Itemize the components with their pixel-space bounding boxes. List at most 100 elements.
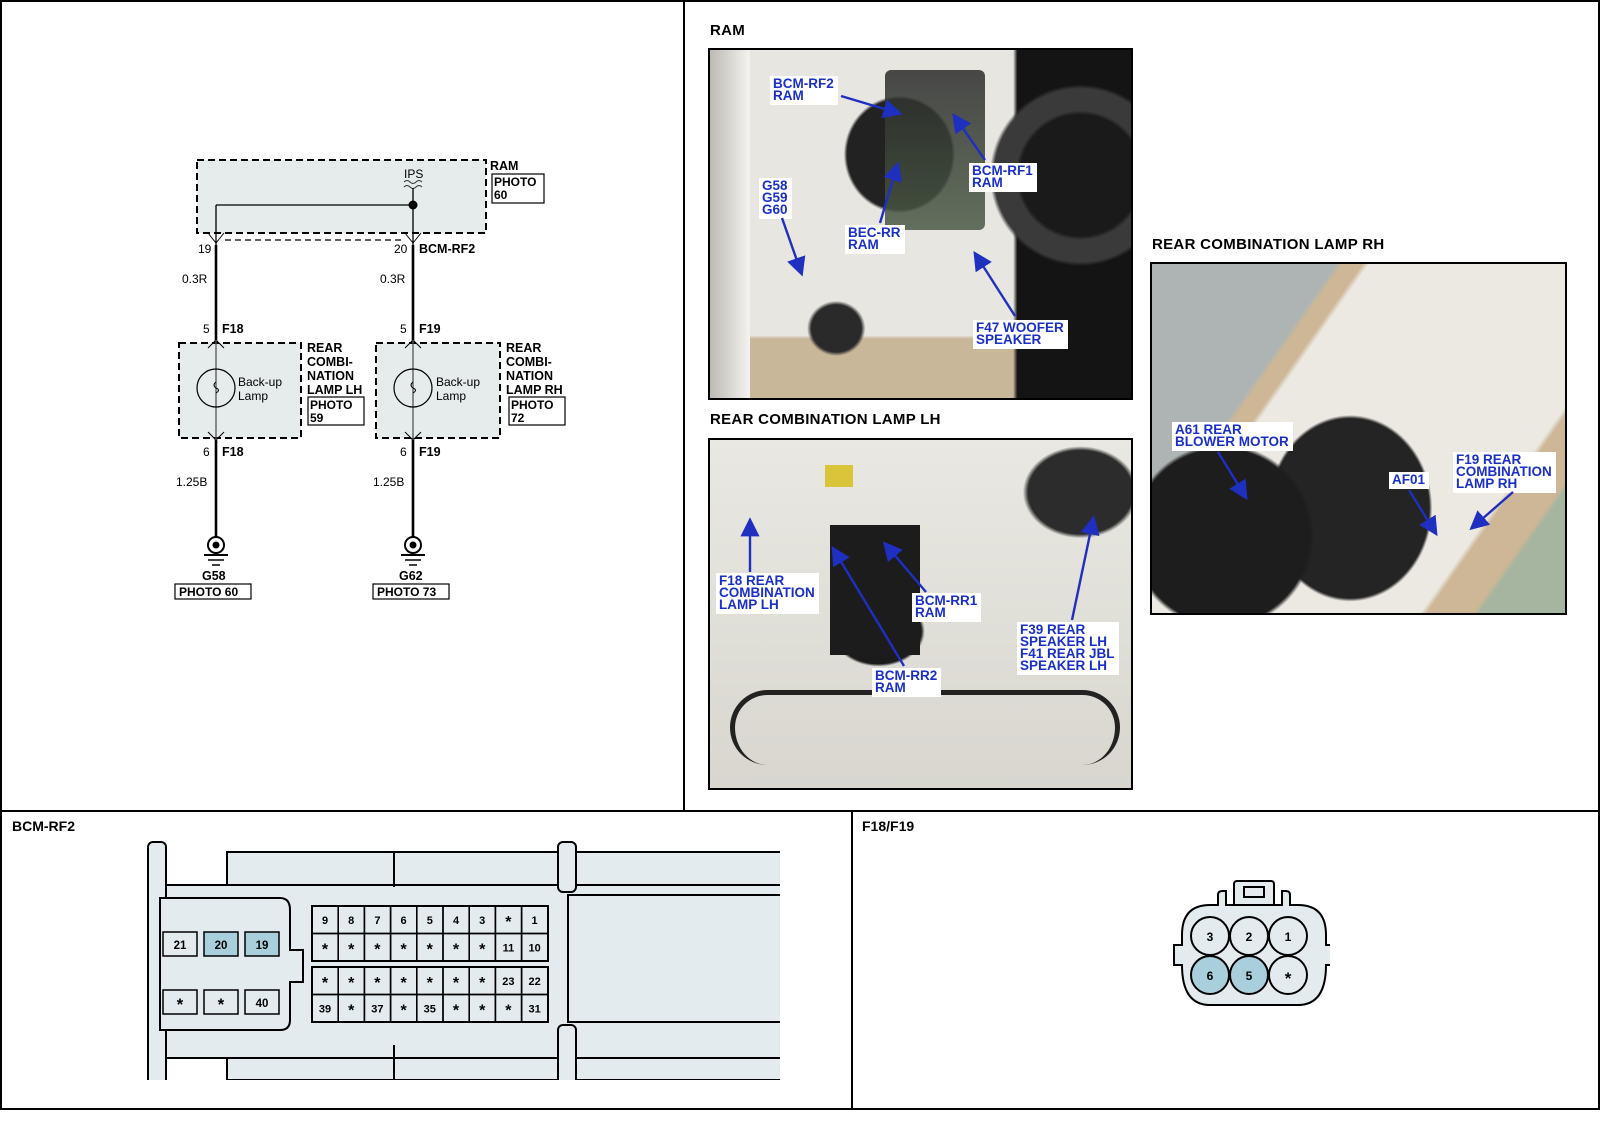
lh-conn-in: F18 <box>222 322 244 336</box>
rh-pin-in: 5 <box>400 322 407 336</box>
pin-label: 5 <box>427 915 433 927</box>
g62-label: G62 <box>399 569 423 583</box>
pin-label: 5 <box>1246 969 1253 983</box>
g62-photo-ref-box <box>372 583 450 600</box>
pin-label: 3 <box>479 915 485 927</box>
ram-photo-title: RAM <box>710 22 746 39</box>
lh-lamp-label-2: Lamp <box>238 389 268 403</box>
pin-label: * <box>374 975 381 992</box>
pin-label: 37 <box>371 1004 383 1016</box>
pin-label: 11 <box>503 943 515 955</box>
pin-label: * <box>400 1003 407 1020</box>
lh-name-3: NATION <box>307 369 354 383</box>
ram-module-label: RAM <box>490 159 518 173</box>
pin-label: * <box>427 975 434 992</box>
lh-lamp-box <box>178 342 302 439</box>
rh-pin-out: 6 <box>400 445 407 459</box>
pin-label: * <box>479 1003 486 1020</box>
ram-photo-harness <box>885 70 985 230</box>
divider-vertical-top <box>683 0 685 812</box>
ram-module-box <box>196 159 487 234</box>
outer-border <box>0 0 1600 1110</box>
callout-af01: AF01 <box>1389 472 1430 489</box>
pin-label: 22 <box>528 976 540 988</box>
g58-label: G58 <box>202 569 226 583</box>
callout-f18: F18 REAR COMBINATION LAMP LH <box>716 573 819 614</box>
pin-label: * <box>374 942 381 959</box>
pin-label: * <box>322 942 329 959</box>
lamp-lh-photo-yellow-clip <box>825 465 853 487</box>
wiring-schematic: RAM PHOTO 60 IPS 19 20 BCM-RF2 0.3R 0.3R… <box>174 159 566 600</box>
pin-label: 19 <box>256 940 269 952</box>
g62-photo-ref: PHOTO 73 <box>377 585 436 599</box>
rh-name-4: LAMP RH <box>506 383 563 397</box>
pin-cavity-* <box>162 989 198 1015</box>
pin-label: 31 <box>528 1004 540 1016</box>
rh-photo-ref-2: 72 <box>511 411 525 425</box>
lh-pin-in: 5 <box>203 322 210 336</box>
pin-label: 20 <box>215 940 228 952</box>
pin-label: 8 <box>348 915 354 927</box>
pin-label: 4 <box>453 915 460 927</box>
lh-name-1: REAR <box>307 341 342 355</box>
wire-right-top-label: 0.3R <box>380 272 406 286</box>
pin-label: * <box>479 942 486 959</box>
pin-label: * <box>348 942 355 959</box>
callout-f19: F19 REAR COMBINATION LAMP RH <box>1453 452 1556 493</box>
rh-photo-ref-box <box>508 396 566 426</box>
pin-label: 1 <box>1285 930 1292 944</box>
ram-photo-ref-line1: PHOTO <box>494 175 536 189</box>
pin-label: 21 <box>174 940 187 952</box>
pin-label: * <box>453 1003 460 1020</box>
pin-label: 35 <box>424 1004 436 1016</box>
pin-cavity-* <box>1268 955 1308 995</box>
pin-label: * <box>400 975 407 992</box>
rh-photo-ref-1: PHOTO <box>511 398 553 412</box>
pin-label: 3 <box>1207 930 1214 944</box>
pin-label: * <box>505 1003 512 1020</box>
lh-pin-out: 6 <box>203 445 210 459</box>
lh-name-2: COMBI- <box>307 355 353 369</box>
ips-label: IPS <box>404 167 423 181</box>
callout-bcm-rf2: BCM-RF2 RAM <box>770 76 838 105</box>
callout-bec-rr: BEC-RR RAM <box>845 225 905 254</box>
rh-name-2: COMBI- <box>506 355 552 369</box>
pin-label: 1 <box>532 915 538 927</box>
pin-label: 10 <box>528 943 540 955</box>
rh-conn-in: F19 <box>419 322 441 336</box>
pin-cavity-10 <box>520 932 549 962</box>
callout-bcm-rf1: BCM-RF1 RAM <box>969 163 1037 192</box>
lh-wire-bottom-label: 1.25B <box>176 475 207 489</box>
pin-label: * <box>427 942 434 959</box>
lh-conn-out: F18 <box>222 445 244 459</box>
pin-cavity-* <box>203 989 239 1015</box>
rh-conn-out: F19 <box>419 445 441 459</box>
pin-label: 7 <box>374 915 380 927</box>
lamp-lh-photo-module <box>830 525 920 655</box>
rh-name-1: REAR <box>506 341 541 355</box>
callout-f39-f41: F39 REAR SPEAKER LH F41 REAR JBL SPEAKER… <box>1017 622 1119 675</box>
ram-photo-ref-line2: 60 <box>494 188 508 202</box>
divider-vertical-bottom <box>851 810 853 1110</box>
pin-label: 39 <box>319 1004 331 1016</box>
pin-label: 40 <box>256 998 269 1010</box>
rh-wire-bottom-label: 1.25B <box>373 475 404 489</box>
pin-cavity-40 <box>244 989 280 1015</box>
lh-photo-ref-1: PHOTO <box>310 398 352 412</box>
lamp-rh-photo-title: REAR COMBINATION LAMP RH <box>1152 236 1385 253</box>
wire-left-top-label: 0.3R <box>182 272 208 286</box>
pin-label: * <box>400 942 407 959</box>
callout-bcm-rr2: BCM-RR2 RAM <box>872 668 942 697</box>
pin-label: 23 <box>502 976 514 988</box>
rh-lamp-box <box>375 342 501 439</box>
pin-20-label: 20 <box>394 242 408 256</box>
pin-cavity-31 <box>520 993 549 1023</box>
pin-label: * <box>348 975 355 992</box>
lh-photo-ref-2: 59 <box>310 411 324 425</box>
pin-cavity-19 <box>244 931 280 957</box>
callout-f47: F47 WOOFER SPEAKER <box>973 320 1068 349</box>
pin-label: * <box>322 975 329 992</box>
divider-horizontal <box>0 810 1600 812</box>
ram-photo-pillar <box>710 50 750 398</box>
